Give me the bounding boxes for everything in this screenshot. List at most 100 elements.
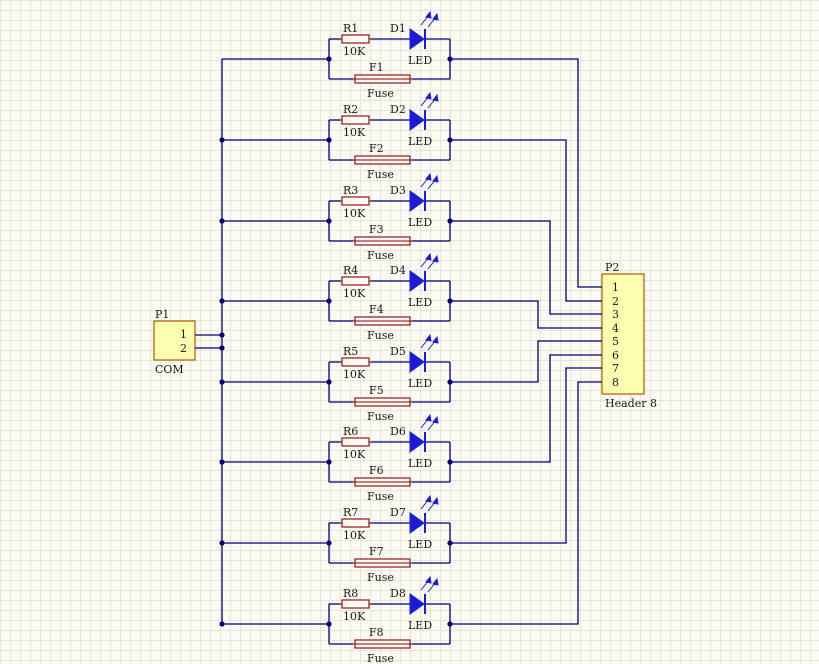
junction-dot [447, 56, 453, 62]
junction-dot [219, 621, 225, 627]
led-type-label: LED [408, 135, 432, 148]
p1-pin-number: 1 [180, 328, 187, 341]
junction-dot [326, 137, 332, 143]
resistor-ref-label: R5 [343, 345, 358, 358]
resistor-body [341, 437, 370, 447]
header-nets [450, 58, 602, 625]
p1-name-label: COM [155, 363, 184, 376]
fuse-type-label: Fuse [367, 329, 394, 342]
p2-pin-number: 5 [612, 335, 619, 348]
net-wire [450, 367, 602, 544]
resistor-ref-label: R6 [343, 425, 358, 438]
resistor-body [341, 196, 370, 206]
led-type-label: LED [408, 296, 432, 309]
fuse-ref-label: F6 [369, 464, 384, 477]
resistor-value-label: 10K [343, 529, 366, 542]
arrowhead-icon [425, 252, 432, 261]
arrowhead-icon [425, 172, 432, 181]
arrowhead-icon [432, 335, 439, 344]
header-p2: P2 1 2 3 4 5 6 7 8 Header 8 [601, 261, 657, 410]
arrowhead-icon [432, 12, 439, 21]
net-wire [450, 381, 602, 625]
p2-ref-label: P2 [605, 261, 619, 274]
p1-pin-number: 2 [180, 342, 187, 355]
junction-dot [219, 379, 225, 385]
p2-pin-number: 8 [612, 376, 619, 389]
p2-name-label: Header 8 [605, 397, 657, 410]
resistor-body [341, 599, 370, 609]
junction-dot [447, 298, 453, 304]
junction-dot [219, 332, 225, 338]
resistor-ref-label: R3 [343, 184, 358, 197]
resistor-value-label: 10K [343, 126, 366, 139]
led-type-label: LED [408, 54, 432, 67]
p2-body [601, 273, 645, 395]
led-triangle-icon [409, 431, 425, 453]
net-wire [450, 139, 602, 302]
led-ref-label: D3 [390, 184, 406, 197]
junction-dot [447, 540, 453, 546]
arrowhead-icon [425, 10, 432, 19]
junction-dot [326, 540, 332, 546]
channel-blocks: R110KD1LEDF1FuseR210KD2LEDF2FuseR310KD3L… [219, 10, 453, 664]
fuse-ref-label: F4 [369, 303, 384, 316]
junction-dot [219, 459, 225, 465]
led-ref-label: D6 [390, 425, 406, 438]
resistor-value-label: 10K [343, 207, 366, 220]
arrowhead-icon [432, 254, 439, 263]
fuse-type-label: Fuse [367, 249, 394, 262]
led-triangle-icon [409, 593, 425, 615]
fuse-ref-label: F8 [369, 626, 384, 639]
junction-dot [447, 621, 453, 627]
arrowhead-icon [432, 577, 439, 586]
junction-dot [219, 137, 225, 143]
junction-dot [326, 621, 332, 627]
junction-dot [326, 218, 332, 224]
resistor-value-label: 10K [343, 448, 366, 461]
p2-pin-number: 6 [612, 349, 619, 362]
led-type-label: LED [408, 377, 432, 390]
junction-dot [326, 459, 332, 465]
led-triangle-icon [409, 190, 425, 212]
led-triangle-icon [409, 28, 425, 50]
resistor-value-label: 10K [343, 610, 366, 623]
junction-dot [326, 298, 332, 304]
p1-body [153, 320, 196, 361]
resistor-ref-label: R4 [343, 264, 358, 277]
p2-pin-number: 7 [612, 362, 619, 375]
led-type-label: LED [408, 619, 432, 632]
led-triangle-icon [409, 270, 425, 292]
resistor-value-label: 10K [343, 287, 366, 300]
led-ref-label: D4 [390, 264, 406, 277]
fuse-type-label: Fuse [367, 652, 394, 664]
resistor-body [341, 518, 370, 528]
fuse-ref-label: F2 [369, 142, 384, 155]
net-wire [450, 300, 602, 329]
arrowhead-icon [432, 174, 439, 183]
junction-dot [326, 56, 332, 62]
led-triangle-icon [409, 351, 425, 373]
net-wire [450, 58, 602, 288]
net-wire [450, 340, 602, 383]
fuse-ref-label: F7 [369, 545, 384, 558]
resistor-ref-label: R1 [343, 22, 358, 35]
junction-dot [447, 379, 453, 385]
junction-dot [447, 137, 453, 143]
p2-pin-number: 1 [612, 281, 619, 294]
led-triangle-icon [409, 109, 425, 131]
fuse-type-label: Fuse [367, 410, 394, 423]
led-triangle-icon [409, 512, 425, 534]
resistor-body [341, 115, 370, 125]
resistor-value-label: 10K [343, 368, 366, 381]
connector-p1: P1 1 2 COM [153, 308, 225, 376]
arrowhead-icon [425, 575, 432, 584]
led-ref-label: D7 [390, 506, 406, 519]
junction-dot [447, 459, 453, 465]
